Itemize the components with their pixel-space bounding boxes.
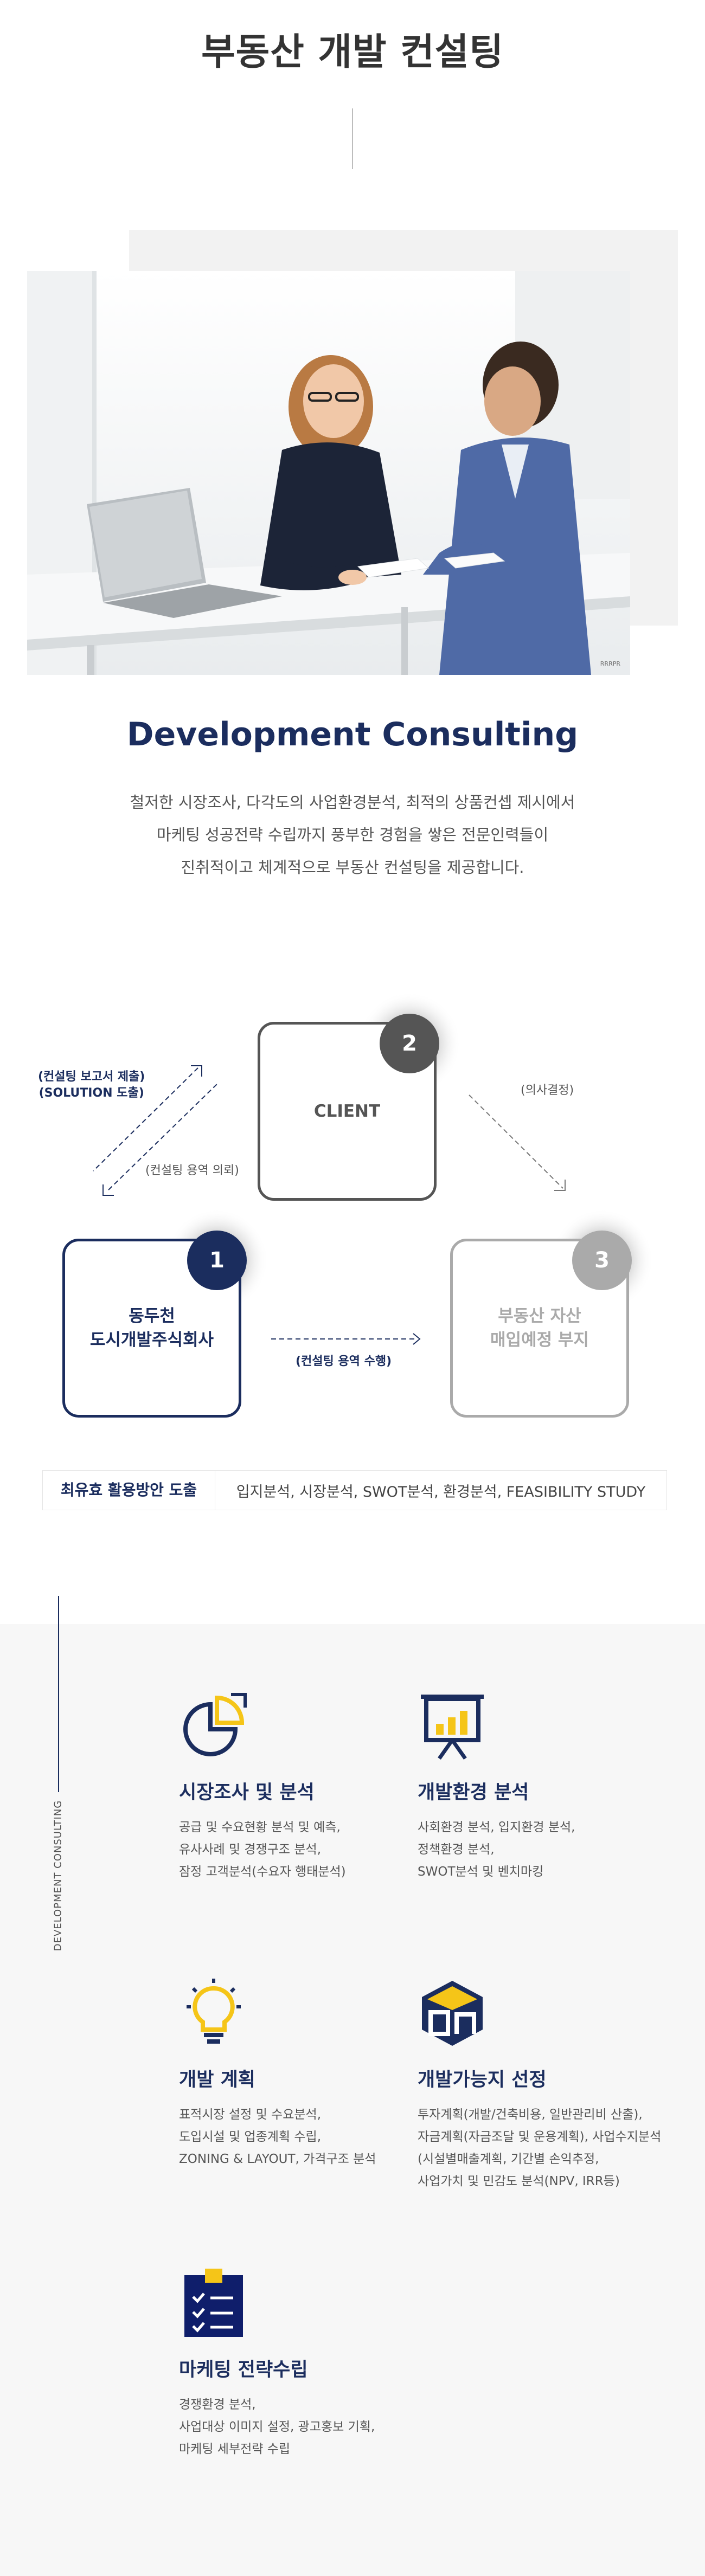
service-environment-analysis: 개발환경 분석 사회환경 분석, 입지환경 분석, 정책환경 분석, SWOT분… — [418, 1691, 656, 1883]
presentation-board-icon — [418, 1691, 487, 1761]
intro-line: 철저한 시장조사, 다각도의 사업환경분석, 최적의 상품컨셉 제시에서 — [130, 793, 575, 812]
section-heading: Development Consulting — [126, 716, 579, 754]
service-line: 사업대상 이미지 설정, 광고홍보 기획, — [179, 2420, 375, 2434]
arrow-request — [108, 1084, 217, 1190]
page-title: 부동산 개발 컨설팅 — [201, 31, 504, 74]
arrow-decision — [469, 1094, 563, 1189]
arrow-request-head — [102, 1184, 114, 1196]
badge-1: 1 — [187, 1231, 247, 1290]
summary-key: 최유효 활용방안 도출 — [43, 1470, 215, 1510]
arrow-decision-head — [554, 1180, 566, 1191]
service-line: 공급 및 수요현황 분석 및 예측, — [179, 1820, 341, 1834]
flow-label-perform: (컨설팅 용역 수행) — [296, 1355, 392, 1368]
service-desc: 사회환경 분석, 입지환경 분석, 정책환경 분석, SWOT분석 및 벤치마킹 — [418, 1817, 656, 1883]
service-line: SWOT분석 및 벤치마킹 — [418, 1865, 544, 1879]
arrow-perform-head — [413, 1333, 421, 1345]
service-desc: 공급 및 수요현황 분석 및 예측, 유사사례 및 경쟁구조 분석, 잠정 고객… — [179, 1817, 418, 1883]
checklist-icon — [179, 2269, 248, 2338]
service-line: 유사사례 및 경쟁구조 분석, — [179, 1843, 322, 1857]
service-title: 개발 계획 — [179, 2069, 255, 2091]
summary-box: 최유효 활용방안 도출 입지분석, 시장분석, SWOT분석, 환경분석, FE… — [42, 1470, 667, 1510]
service-desc: 투자계획(개발/건축비용, 일반관리비 산출), 자금계획(자금조달 및 운용계… — [418, 2104, 662, 2193]
service-line: 잠정 고객분석(수요자 행태분석) — [179, 1865, 346, 1879]
arrow-solution — [93, 1067, 198, 1171]
node-client: CLIENT — [258, 1022, 437, 1201]
node-client-label: CLIENT — [313, 1102, 381, 1121]
service-title: 개발환경 분석 — [418, 1782, 529, 1804]
service-market-research: 시장조사 및 분석 공급 및 수요현황 분석 및 예측, 유사사례 및 경쟁구조… — [179, 1691, 418, 1883]
intro-line: 마케팅 성공전략 수립까지 풍부한 경험을 쌓은 전문인력들이 — [156, 826, 549, 844]
pie-chart-icon — [179, 1691, 248, 1761]
consulting-flow-diagram: CLIENT 2 동두천 도시개발주식회사 1 부동산 자산 매입예정 부지 3… — [0, 976, 705, 1437]
node-company-label: 동두천 도시개발주식회사 — [89, 1306, 214, 1350]
side-line — [58, 1596, 59, 1792]
flow-label-request: (컨설팅 용역 의뢰) — [145, 1164, 239, 1177]
intro-line: 진취적이고 체계적으로 부동산 컨설팅을 제공합니다. — [181, 858, 524, 877]
side-label: DEVELOPMENT CONSULTING — [52, 1800, 64, 1952]
service-desc: 경쟁환경 분석, 사업대상 이미지 설정, 광고홍보 기획, 마케팅 세부전략 … — [179, 2394, 418, 2461]
service-line: 마케팅 세부전략 수립 — [179, 2442, 291, 2456]
service-line: (시설별매출계획, 기간별 손익추정, — [418, 2152, 599, 2166]
node-site-label: 부동산 자산 매입예정 부지 — [490, 1306, 589, 1350]
service-line: 도입시설 및 업종계획 수립, — [179, 2130, 322, 2144]
service-marketing-strategy: 마케팅 전략수립 경쟁환경 분석, 사업대상 이미지 설정, 광고홍보 기획, … — [179, 2269, 418, 2461]
title-divider — [352, 108, 353, 169]
service-site-selection: 개발가능지 선정 투자계획(개발/건축비용, 일반관리비 산출), 자금계획(자… — [418, 1979, 662, 2193]
badge-3: 3 — [572, 1231, 632, 1290]
service-line: 사업가치 및 민감도 분석(NPV, IRR등) — [418, 2174, 620, 2188]
service-title: 마케팅 전략수립 — [179, 2359, 308, 2381]
service-line: 사회환경 분석, 입지환경 분석, — [418, 1820, 575, 1834]
company-logo-icon — [418, 1979, 487, 2048]
service-title: 시장조사 및 분석 — [179, 1782, 315, 1804]
service-line: ZONING & LAYOUT, 가격구조 분석 — [179, 2152, 376, 2166]
summary-value: 입지분석, 시장분석, SWOT분석, 환경분석, FEASIBILITY ST… — [236, 1483, 646, 1500]
service-desc: 표적시장 설정 및 수요분석, 도입시설 및 업종계획 수립, ZONING &… — [179, 2104, 418, 2171]
flow-label-solution: (컨설팅 보고서 제출) (SOLUTION 도출) — [38, 1070, 145, 1100]
arrow-solution-head — [191, 1065, 202, 1077]
flow-label-decision: (의사결정) — [521, 1084, 574, 1097]
service-line: 경쟁환경 분석, — [179, 2398, 256, 2412]
intro-text: 철저한 시장조사, 다각도의 사업환경분석, 최적의 상품컨셉 제시에서 마케팅… — [0, 786, 705, 884]
hero-photo: RRRPR — [27, 271, 630, 675]
photo-watermark: RRRPR — [600, 660, 620, 667]
service-line: 자금계획(자금조달 및 운용계획), 사업수지분석 — [418, 2130, 662, 2144]
light-bulb-icon — [179, 1979, 248, 2048]
badge-2: 2 — [380, 1014, 439, 1073]
services-section — [0, 1624, 705, 2576]
service-title: 개발가능지 선정 — [418, 2069, 547, 2091]
service-development-plan: 개발 계획 표적시장 설정 및 수요분석, 도입시설 및 업종계획 수립, ZO… — [179, 1979, 418, 2171]
service-line: 정책환경 분석, — [418, 1843, 495, 1857]
service-line: 표적시장 설정 및 수요분석, — [179, 2108, 322, 2122]
service-line: 투자계획(개발/건축비용, 일반관리비 산출), — [418, 2108, 643, 2122]
